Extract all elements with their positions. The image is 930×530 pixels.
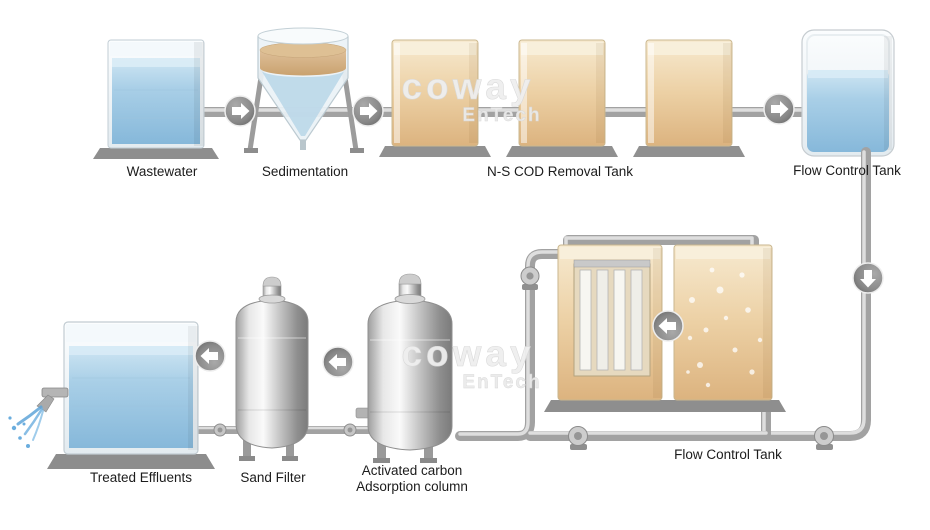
pipe-right-down bbox=[761, 147, 871, 441]
label-flow-control-tank-bottom: Flow Control Tank bbox=[674, 447, 782, 462]
watermark-bottom: coway EnTech bbox=[401, 333, 541, 394]
label-wastewater: Wastewater bbox=[126, 164, 198, 179]
aeration-bubbles bbox=[686, 267, 763, 388]
flow-arrow-1-right bbox=[224, 95, 256, 127]
cod-removal-tank-2 bbox=[506, 39, 618, 157]
watermark-top-line1: coway bbox=[401, 66, 534, 107]
treated-effluents-tank bbox=[8, 321, 215, 469]
label-treated-effluents: Treated Effluents bbox=[89, 470, 193, 485]
label-activated-carbon-column: Activated carbon Adsorption column bbox=[356, 463, 468, 496]
watermark-bottom-line1: coway bbox=[401, 333, 534, 374]
pump-right bbox=[814, 426, 834, 450]
pipe-carbon-to-sand bbox=[300, 426, 376, 434]
pump-center bbox=[568, 426, 588, 450]
flow-arrow-4-down bbox=[852, 262, 884, 294]
cod-removal-tank-3 bbox=[633, 39, 745, 157]
activated-carbon-column bbox=[355, 273, 453, 463]
aeration-tank bbox=[660, 244, 786, 412]
flow-arrow-5-left bbox=[652, 310, 684, 342]
label-activated-carbon-line2: Adsorption column bbox=[356, 479, 468, 495]
label-cod-removal-tank: N-S COD Removal Tank bbox=[486, 164, 634, 179]
sand-filter-vessel bbox=[235, 276, 309, 461]
watermark-bottom-line2: EnTech bbox=[462, 372, 541, 393]
label-sedimentation: Sedimentation bbox=[261, 164, 349, 179]
pipe-membrane-to-carbon bbox=[455, 249, 581, 441]
flow-arrow-6-left bbox=[322, 346, 354, 378]
flow-arrow-2-right bbox=[352, 95, 384, 127]
cod-removal-tank-1 bbox=[379, 39, 491, 157]
flow-control-tank-top bbox=[801, 29, 895, 157]
valve-fitting-sand bbox=[213, 423, 227, 437]
sedimentation-funnel bbox=[244, 27, 364, 153]
label-flow-control-tank-top: Flow Control Tank bbox=[793, 163, 901, 178]
flow-arrow-3-right bbox=[763, 93, 795, 125]
pipe-bottom-manifold bbox=[525, 431, 771, 441]
wastewater-tank bbox=[93, 39, 219, 159]
label-activated-carbon-line1: Activated carbon bbox=[361, 463, 463, 478]
valve-fitting-carbon bbox=[343, 423, 357, 437]
pump-recirculation bbox=[520, 266, 540, 290]
watermark-top: coway EnTech bbox=[401, 66, 541, 127]
label-sand-filter: Sand Filter bbox=[240, 470, 306, 485]
water-spray bbox=[8, 405, 44, 448]
watermark-top-line2: EnTech bbox=[462, 105, 541, 126]
flow-arrow-7-left bbox=[194, 340, 226, 372]
